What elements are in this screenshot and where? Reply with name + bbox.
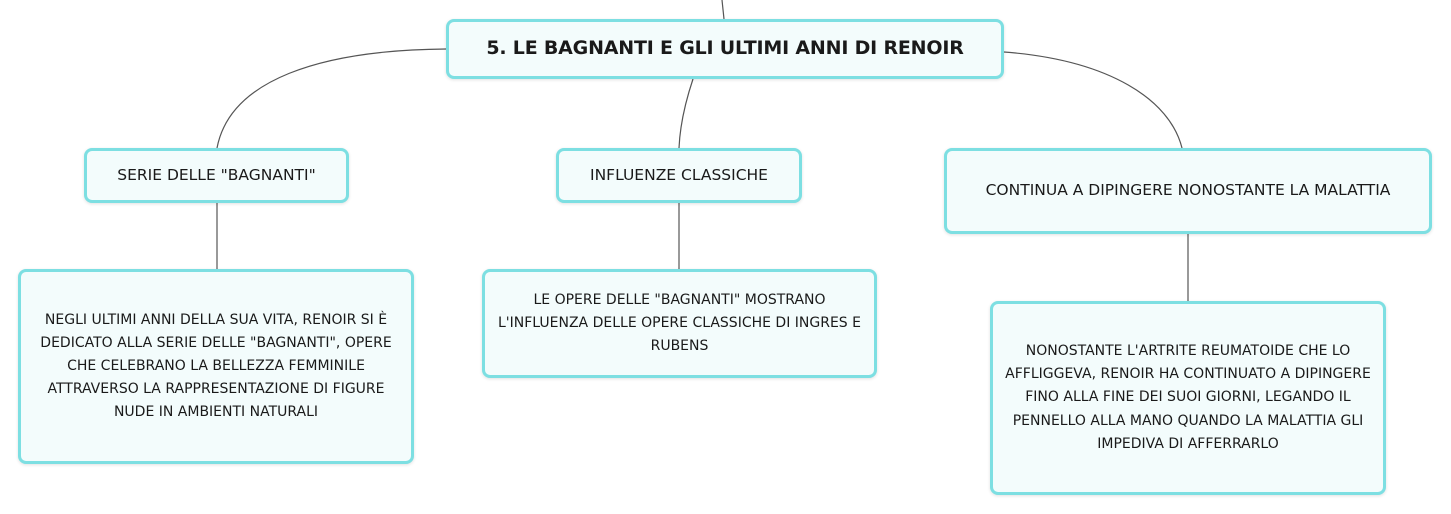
connector-parent-to-root bbox=[721, 0, 725, 20]
connector-root-to-continua bbox=[1003, 51, 1183, 149]
connector-root-to-serie bbox=[216, 48, 447, 149]
detail-text-continua-a-dipingere: NONOSTANTE L'ARTRITE REUMATOIDE CHE LO A… bbox=[1005, 343, 1371, 452]
detail-text-influenze-classiche: LE OPERE DELLE "BAGNANTI" MOSTRANO L'INF… bbox=[498, 291, 861, 355]
topic-label-influenze-classiche: INFLUENZE CLASSICHE bbox=[590, 165, 768, 184]
detail-node-serie-bagnanti[interactable]: NEGLI ULTIMI ANNI DELLA SUA VITA, RENOIR… bbox=[18, 269, 414, 464]
topic-label-continua-a-dipingere: CONTINUA A DIPINGERE NONOSTANTE LA MALAT… bbox=[985, 181, 1391, 200]
topic-label-serie-bagnanti: SERIE DELLE "BAGNANTI" bbox=[117, 165, 316, 184]
connector-root-to-influenze bbox=[678, 78, 694, 149]
root-topic-node[interactable]: 5. LE BAGNANTI E GLI ULTIMI ANNI DI RENO… bbox=[446, 19, 1004, 79]
root-topic-label: 5. LE BAGNANTI E GLI ULTIMI ANNI DI RENO… bbox=[486, 37, 964, 60]
detail-text-serie-bagnanti: NEGLI ULTIMI ANNI DELLA SUA VITA, RENOIR… bbox=[40, 311, 392, 421]
detail-node-continua-a-dipingere[interactable]: NONOSTANTE L'ARTRITE REUMATOIDE CHE LO A… bbox=[990, 301, 1386, 495]
detail-node-influenze-classiche[interactable]: LE OPERE DELLE "BAGNANTI" MOSTRANO L'INF… bbox=[482, 269, 877, 378]
topic-node-influenze-classiche[interactable]: INFLUENZE CLASSICHE bbox=[556, 148, 802, 203]
topic-node-serie-bagnanti[interactable]: SERIE DELLE "BAGNANTI" bbox=[84, 148, 349, 203]
topic-node-continua-a-dipingere[interactable]: CONTINUA A DIPINGERE NONOSTANTE LA MALAT… bbox=[944, 148, 1432, 234]
